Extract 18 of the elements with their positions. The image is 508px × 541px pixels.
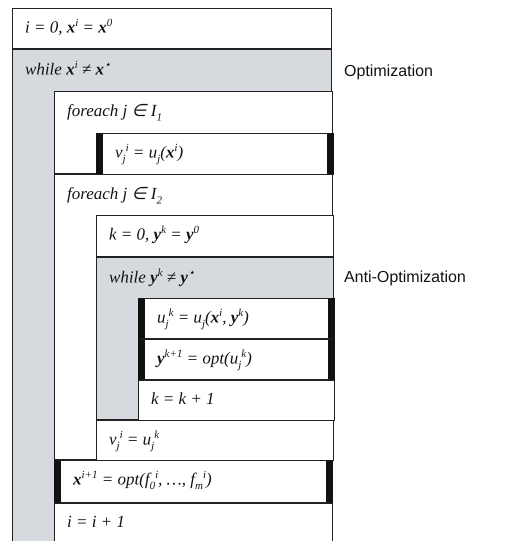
- subroutine-call-block: v$_{j}$$^{i}$ = u$_{j}$(x$^{i}$): [96, 133, 334, 175]
- subroutine-call-block: y$^{k+1}$ = opt(u$_{j}$$^{k}$): [138, 339, 335, 380]
- statement-block: i = 0, x$^{i}$ = x$^{0}$: [12, 8, 332, 49]
- subroutine-call-block: x$^{i+1}$ = opt(f$_{0}$$^{i}$, …, f$_{m}$$^{i}$): [54, 460, 333, 503]
- loop-condition: foreach j ∈ I$_{2}$: [67, 183, 162, 206]
- subroutine-call-block: u$_{j}$$^{k}$ = u$_{j}$(x$^{i}$, y$^{k}$): [138, 298, 335, 339]
- foreach-loop-block: [54, 174, 333, 460]
- statement-block: k = 0, y$^{k}$ = y$^{0}$: [96, 215, 334, 257]
- loop-condition: while x$^{i}$ ≠ x$^{⋆}$: [25, 58, 111, 80]
- block-caption: Optimization: [344, 63, 433, 81]
- while-loop-block: [12, 49, 332, 541]
- loop-condition: while y$^{k}$ ≠ y$^{⋆}$: [109, 266, 195, 288]
- foreach-loop-block: [54, 91, 333, 174]
- statement-block: k = k + 1: [138, 380, 335, 421]
- loop-condition: foreach j ∈ I$_{1}$: [67, 100, 162, 124]
- block-caption: Anti-Optimization: [344, 269, 466, 287]
- statement-block: i = i + 1: [54, 503, 333, 541]
- while-loop-block: [96, 257, 334, 420]
